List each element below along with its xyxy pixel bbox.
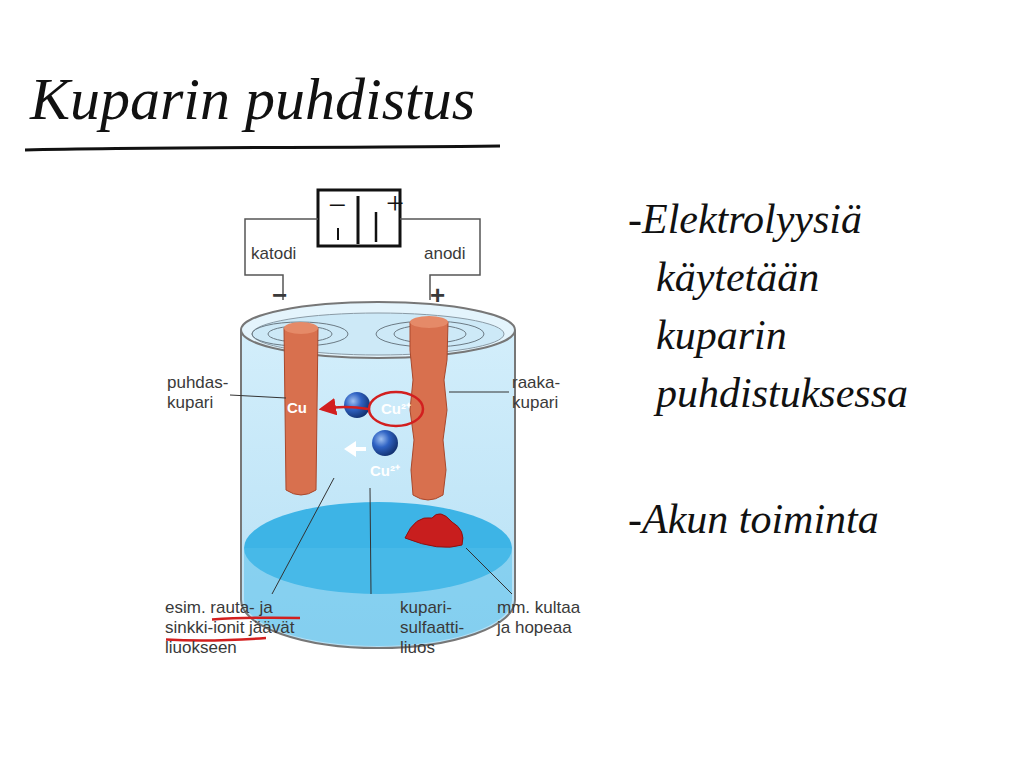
ion-ball	[344, 392, 370, 418]
electrode-name: anodi	[424, 244, 466, 264]
title-underline	[25, 146, 500, 150]
electrode-name: katodi	[251, 244, 296, 264]
part-name: kupari- sulfaatti- liuos	[400, 598, 480, 658]
anode-sludge	[405, 514, 463, 548]
handwritten-note: -Elektrolyysiä käytetään kuparin puhdist…	[628, 190, 958, 422]
beaker	[241, 330, 515, 648]
polarity-sign: −	[272, 280, 287, 311]
part-name: esim. rauta- ja sinkki-ionit jäävät liuo…	[165, 598, 315, 658]
element-symbol: Cu	[287, 399, 307, 417]
cathode-pure-copper	[284, 324, 318, 495]
ion-symbol: Cu²⁺	[381, 400, 411, 418]
part-name: puhdas- kupari	[167, 373, 229, 413]
ion-symbol: Cu²⁺	[370, 462, 400, 480]
anode-raw-copper	[410, 318, 448, 500]
battery-plus: +	[384, 184, 406, 222]
ion-ball	[372, 430, 398, 456]
part-name: raaka- kupari	[512, 373, 574, 413]
battery-plate	[375, 212, 378, 242]
polarity-sign: +	[430, 280, 445, 311]
leader-line	[230, 392, 512, 594]
handwritten-arrow	[322, 407, 368, 409]
battery-plate	[337, 228, 339, 240]
battery-minus: −	[326, 186, 348, 224]
part-name: mm. kultaa ja hopeaa	[497, 598, 582, 638]
handwritten-circle	[369, 392, 423, 426]
battery-plate	[357, 196, 360, 244]
handwritten-title: Kuparin puhdistus	[30, 64, 475, 134]
handwritten-note: -Akun toiminta	[628, 490, 1008, 548]
beaker-rim	[241, 302, 515, 358]
ion-direction-arrow	[344, 441, 366, 457]
